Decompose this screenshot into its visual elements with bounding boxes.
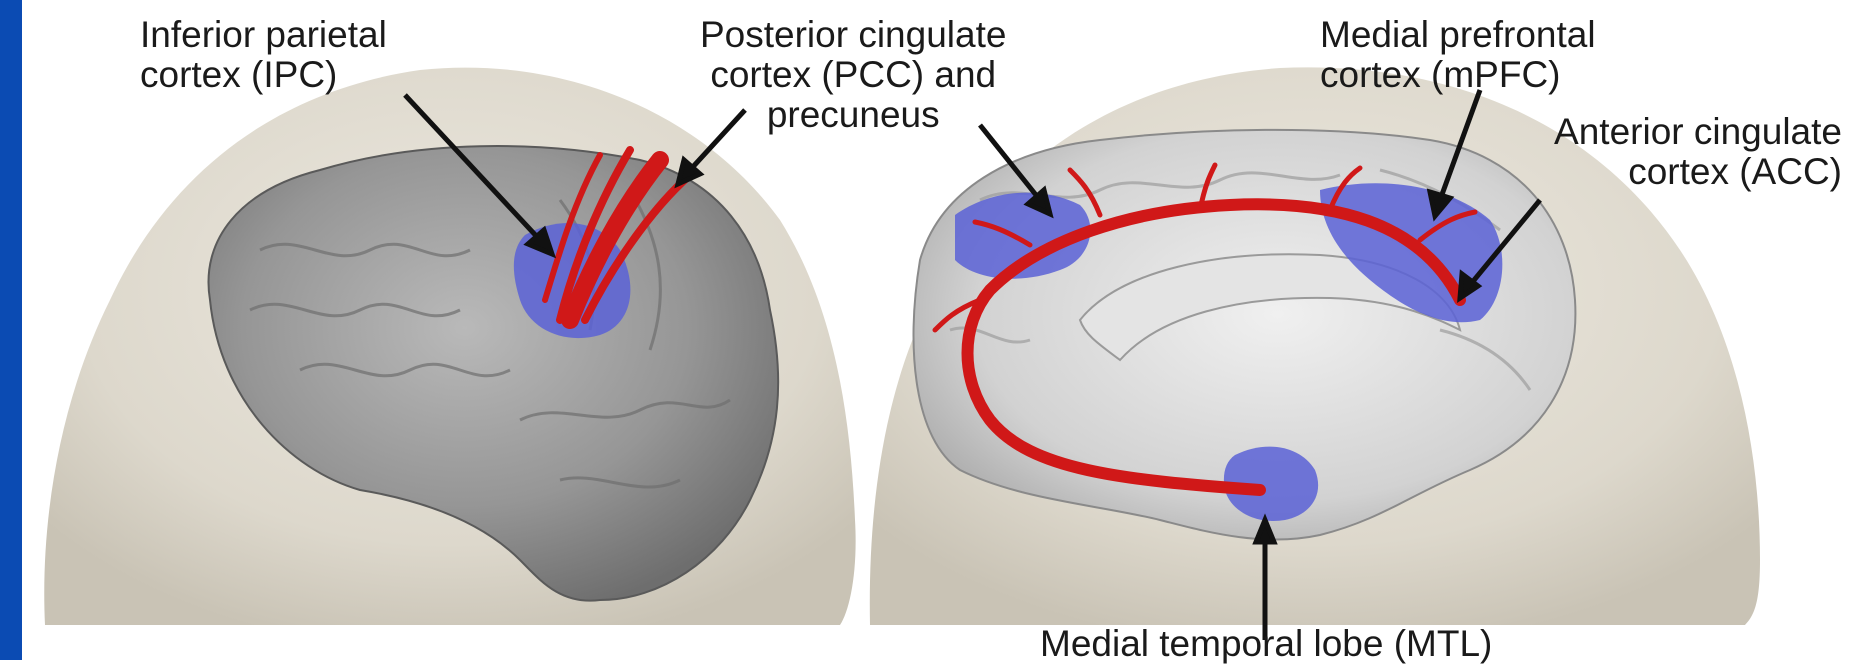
acc-label: Anterior cingulate cortex (ACC) (1554, 112, 1842, 192)
acc-label-line1: Anterior cingulate (1554, 112, 1842, 152)
mpfc-label-line1: Medial prefrontal (1320, 15, 1596, 55)
ipc-label-line1: Inferior parietal (140, 15, 387, 55)
pcc-label-line2: cortex (PCC) and (700, 55, 1006, 95)
mtl-label: Medial temporal lobe (MTL) (1040, 624, 1492, 664)
pcc-label: Posterior cingulate cortex (PCC) and pre… (700, 15, 1006, 135)
pcc-label-line3: precuneus (700, 95, 1006, 135)
mpfc-label: Medial prefrontal cortex (mPFC) (1320, 15, 1596, 95)
ipc-label: Inferior parietal cortex (IPC) (140, 15, 387, 95)
pcc-label-line1: Posterior cingulate (700, 15, 1006, 55)
mtl-label-line1: Medial temporal lobe (MTL) (1040, 624, 1492, 664)
ipc-label-line2: cortex (IPC) (140, 55, 387, 95)
acc-label-line2: cortex (ACC) (1554, 152, 1842, 192)
mpfc-label-line2: cortex (mPFC) (1320, 55, 1596, 95)
